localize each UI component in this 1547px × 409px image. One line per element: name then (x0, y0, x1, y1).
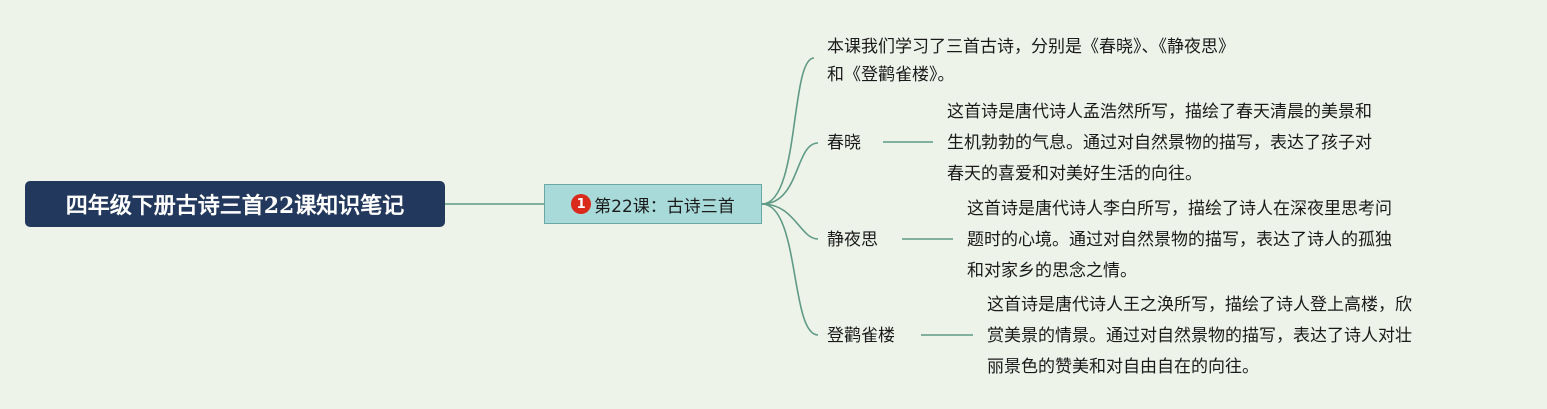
poem-desc-line: 和对家乡的思念之情。 (967, 261, 1137, 281)
poem-desc-line: 生机勃勃的气息。通过对自然景物的描写，表达了孩子对 (947, 133, 1372, 153)
poem-desc-chunxiao[interactable]: 这首诗是唐代诗人孟浩然所写，描绘了春天清晨的美景和 生机勃勃的气息。通过对自然景… (947, 97, 1372, 190)
summary-node[interactable]: 本课我们学习了三首古诗，分别是《春晓》、《静夜思》 和《登鹳雀楼》。 (827, 33, 1327, 89)
poem-node-chunxiao[interactable]: 春晓 (827, 131, 861, 155)
root-title: 四年级下册古诗三首22课知识笔记 (65, 193, 405, 219)
poem-desc-line: 赏美景的情景。通过对自然景物的描写，表达了诗人对壮 (987, 326, 1412, 346)
priority-1-icon: 1 (571, 194, 592, 214)
poem-desc-line: 这首诗是唐代诗人王之涣所写，描绘了诗人登上高楼，欣 (987, 295, 1412, 315)
connector-lesson-chunxiao (761, 142, 819, 205)
lesson-title: 第22课：古诗三首 (594, 196, 735, 217)
connector-lesson-dengguanquelou (761, 203, 819, 336)
poem-desc-line: 春天的喜爱和对美好生活的向往。 (947, 164, 1202, 184)
poem-title: 春晓 (827, 133, 861, 153)
poem-node-dengguanquelou[interactable]: 登鹳雀楼 (827, 324, 895, 348)
poem-desc-line: 丽景色的赞美和对自由自在的向往。 (987, 357, 1259, 377)
connector-lesson-jingyesi (761, 203, 819, 240)
poem-desc-line: 这首诗是唐代诗人孟浩然所写，描绘了春天清晨的美景和 (947, 102, 1372, 122)
summary-line: 和《登鹳雀楼》。 (827, 65, 955, 85)
root-node[interactable]: 四年级下册古诗三首22课知识笔记 (25, 181, 445, 227)
poem-title: 静夜思 (827, 230, 878, 250)
poem-desc-jingyesi[interactable]: 这首诗是唐代诗人李白所写，描绘了诗人在深夜里思考问 题时的心境。通过对自然景物的… (967, 194, 1392, 287)
summary-line: 本课我们学习了三首古诗，分别是《春晓》、《静夜思》 (827, 37, 1235, 57)
lesson-node[interactable]: 1 第22课：古诗三首 (544, 184, 762, 224)
poem-title: 登鹳雀楼 (827, 326, 895, 346)
poem-desc-dengguanquelou[interactable]: 这首诗是唐代诗人王之涣所写，描绘了诗人登上高楼，欣 赏美景的情景。通过对自然景物… (987, 290, 1412, 383)
poem-node-jingyesi[interactable]: 静夜思 (827, 228, 878, 252)
connector-lesson-summary (761, 57, 815, 205)
poem-desc-line: 这首诗是唐代诗人李白所写，描绘了诗人在深夜里思考问 (967, 199, 1392, 219)
poem-desc-line: 题时的心境。通过对自然景物的描写，表达了诗人的孤独 (967, 230, 1392, 250)
